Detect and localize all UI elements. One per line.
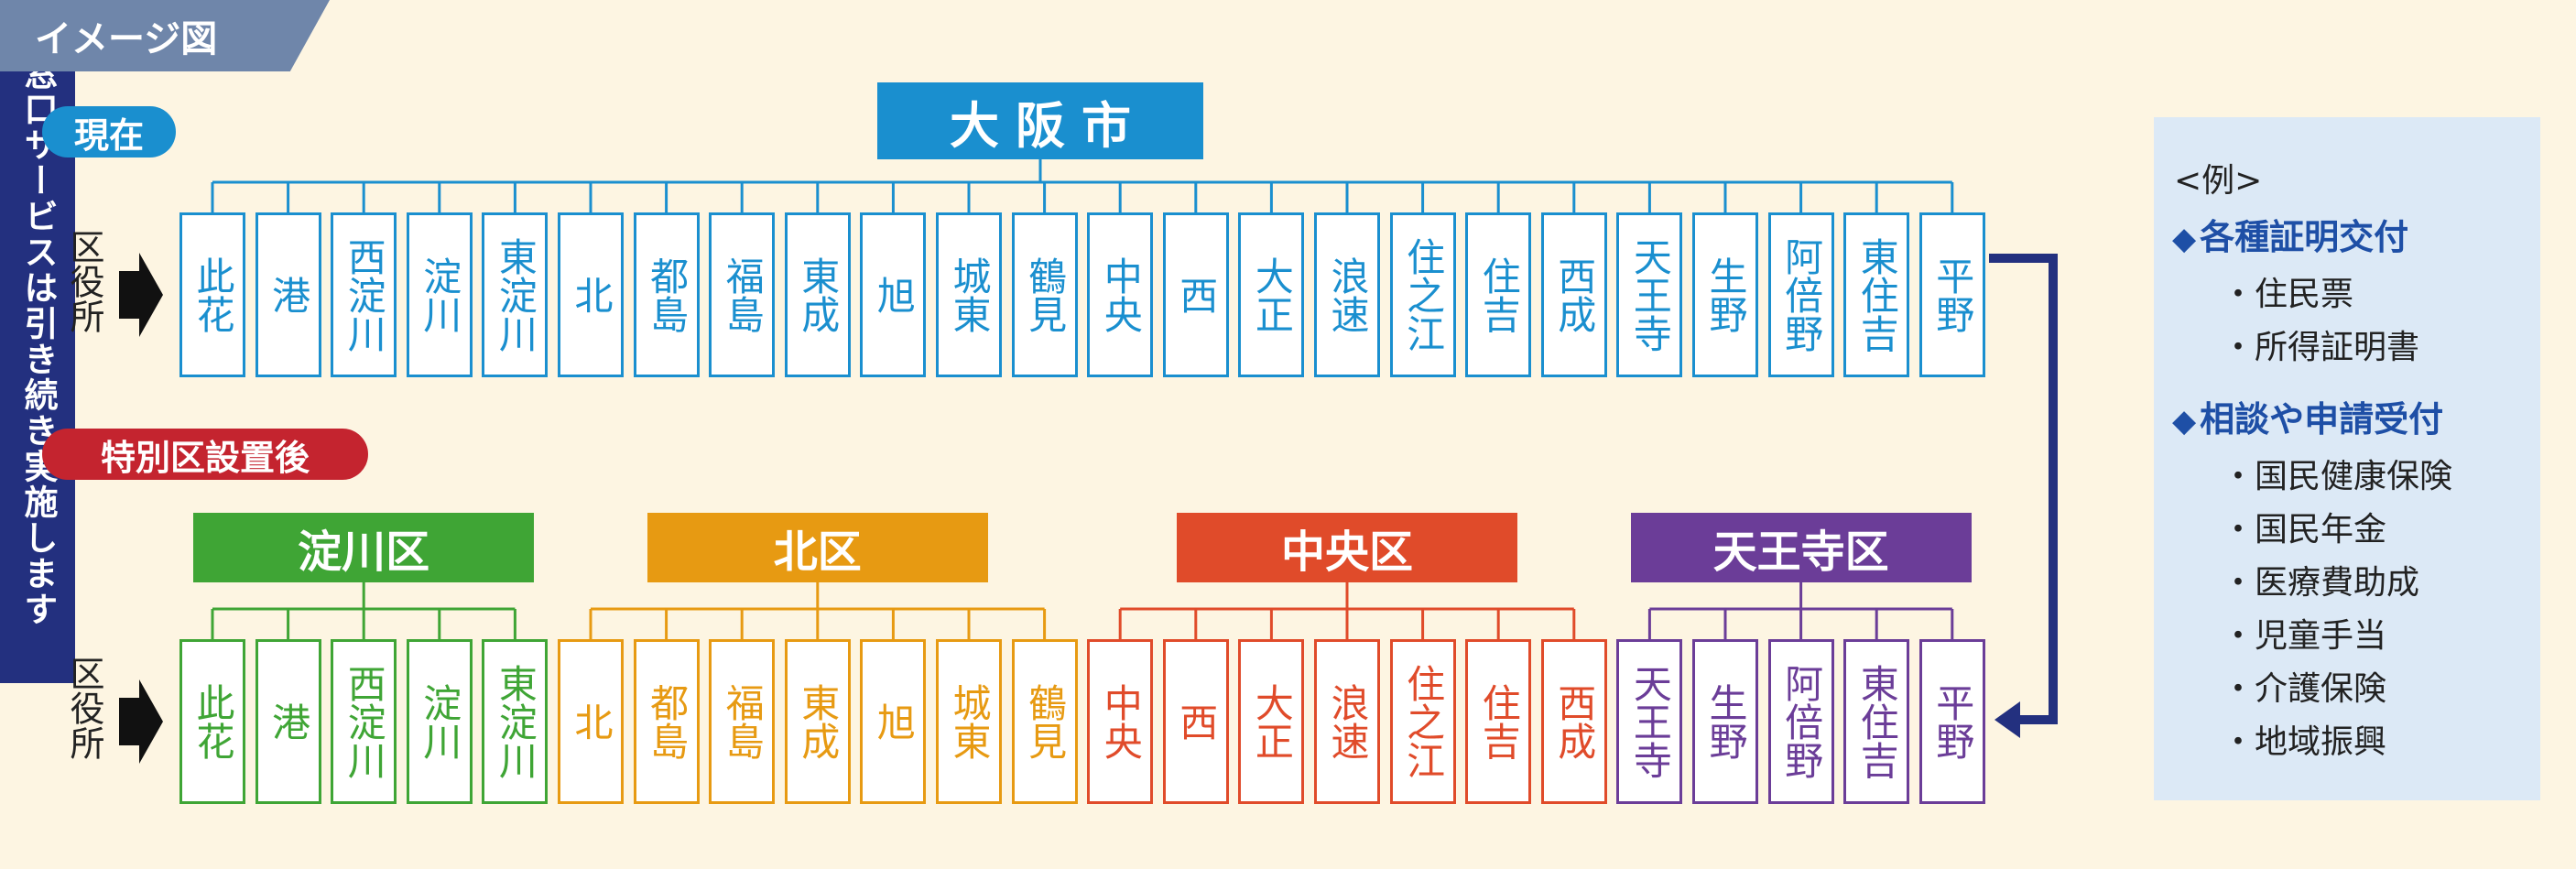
current-ward-box: 福島 [709,212,776,377]
current-ward-box: 東成 [784,212,851,377]
new-ward-box: 西淀川 [331,639,397,804]
current-ward-box: 浪速 [1314,212,1380,377]
arrow-left-icon [1994,701,2020,738]
group-header: 中央区 [1177,513,1517,582]
group-header: 北区 [647,513,988,582]
current-ward-box: 中央 [1087,212,1154,377]
new-ward-box: 福島 [709,639,776,804]
new-ward-box: 平野 [1918,639,1985,804]
office-label-after: 区役所 [64,656,104,760]
service-item: ・児童手当 [2222,617,2387,655]
new-ward-box: 旭 [860,639,927,804]
current-ward-box: 港 [255,212,321,377]
current-ward-box: 淀川 [406,212,473,377]
current-ward-box: 生野 [1692,212,1758,377]
new-ward-box: 鶴見 [1011,639,1078,804]
city-box: 大阪市 [877,82,1203,159]
current-ward-box: 住吉 [1465,212,1532,377]
new-ward-box: 西 [1162,639,1229,804]
new-ward-box: 天王寺 [1616,639,1683,804]
diamond-icon: ◆ [2172,403,2197,440]
diamond-icon: ◆ [2172,221,2197,257]
new-ward-box: 港 [255,639,321,804]
new-ward-box: 東淀川 [482,639,549,804]
arrow-right-icon [119,679,163,764]
new-ward-box: 北 [558,639,624,804]
current-label: 現在 [42,106,176,158]
office-label-current: 区役所 [64,229,104,333]
service-item: ・国民年金 [2222,511,2387,549]
current-ward-box: 西成 [1540,212,1607,377]
current-ward-box: 此花 [179,212,245,377]
current-ward-box: 阿倍野 [1767,212,1834,377]
service-group-consultation: ◆相談や申請受付 ・国民健康保険 ・国民年金 ・医療費助成 ・児童手当 ・介護保… [2172,391,2540,769]
new-ward-box: 大正 [1238,639,1305,804]
new-ward-box: 都島 [633,639,700,804]
new-ward-box: 中央 [1087,639,1154,804]
new-ward-box: 住吉 [1465,639,1532,804]
current-ward-box: 旭 [860,212,927,377]
after-label: 特別区設置後 [42,429,368,480]
new-ward-box: 東住吉 [1843,639,1910,804]
arrow-right-icon [119,253,163,337]
new-ward-box: 淀川 [406,639,473,804]
image-tag: イメージ図 [0,0,330,71]
group-header: 天王寺区 [1630,513,1972,582]
service-item: ・所得証明書 [2222,329,2420,366]
current-ward-box: 大正 [1238,212,1305,377]
current-ward-box: 東淀川 [482,212,549,377]
service-example-label: <例> [2174,162,2263,200]
service-title: 窓口サービスは引き続き実施します [0,0,75,683]
current-ward-box: 城東 [936,212,1002,377]
new-ward-box: 西成 [1540,639,1607,804]
service-item: ・医療費助成 [2222,564,2420,602]
new-ward-box: 生野 [1692,639,1758,804]
new-ward-box: 住之江 [1389,639,1456,804]
service-item: ・介護保険 [2222,670,2387,708]
current-ward-box: 西 [1162,212,1229,377]
current-ward-box: 天王寺 [1616,212,1683,377]
service-item: ・地域振興 [2222,723,2387,761]
current-ward-box: 鶴見 [1011,212,1078,377]
service-group-title: ◆相談や申請受付 [2172,399,2444,440]
new-ward-box: 阿倍野 [1767,639,1834,804]
service-group-title: ◆各種証明交付 [2172,217,2409,257]
new-ward-box: 此花 [179,639,245,804]
new-ward-box: 東成 [784,639,851,804]
group-header: 淀川区 [193,513,535,582]
current-ward-box: 都島 [633,212,700,377]
new-ward-box: 浪速 [1314,639,1380,804]
service-item: ・国民健康保険 [2222,458,2453,495]
transition-arrow-line [1989,254,2058,724]
service-item: ・住民票 [2222,276,2354,313]
current-ward-box: 西淀川 [331,212,397,377]
current-ward-box: 北 [558,212,624,377]
service-panel: <例> ◆各種証明交付 ・住民票 ・所得証明書 ◆相談や申請受付 ・国民健康保険… [2154,117,2540,800]
new-ward-box: 城東 [936,639,1002,804]
current-ward-box: 平野 [1918,212,1985,377]
current-ward-box: 住之江 [1389,212,1456,377]
service-group-certificates: ◆各種証明交付 ・住民票 ・所得証明書 [2172,209,2540,375]
current-ward-box: 東住吉 [1843,212,1910,377]
